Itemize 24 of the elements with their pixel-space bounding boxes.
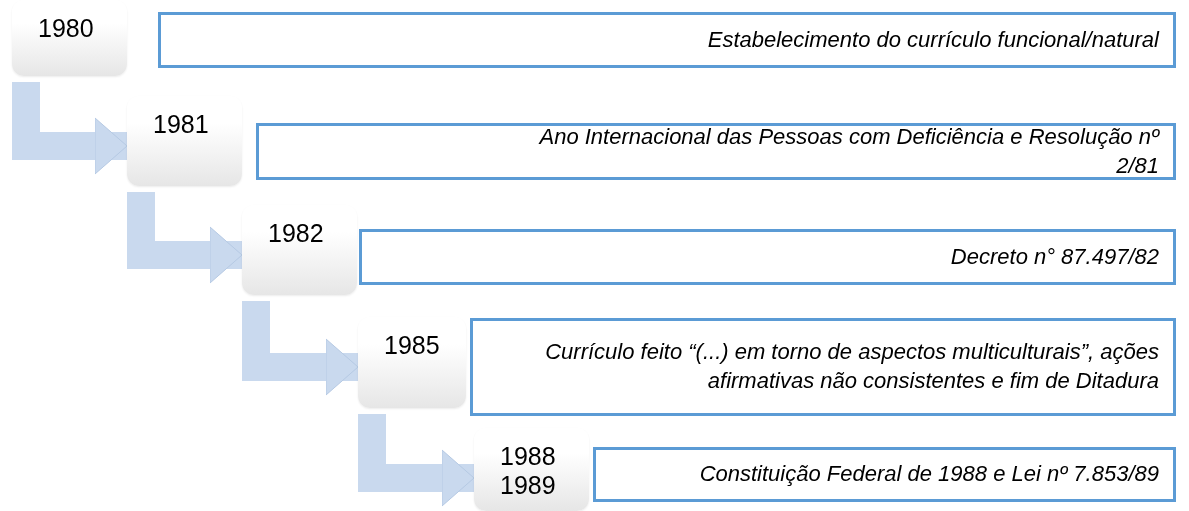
- year-label: 1981: [153, 110, 210, 139]
- year-label: 1985: [384, 331, 441, 360]
- event-box: [593, 447, 1176, 502]
- year-box: [12, 0, 127, 76]
- bent-arrow: [358, 414, 475, 507]
- year-box: [242, 205, 357, 295]
- year-label: 1980: [38, 14, 95, 43]
- event-text: Ano Internacional das Pessoas com Deficiência e Resolução nº 2/81: [537, 122, 1159, 180]
- year-label: 1988 1989: [500, 442, 557, 500]
- year-box: [358, 317, 466, 408]
- event-text: Constituição Federal de 1988 e Lei nº 7.853/89: [699, 460, 1159, 489]
- event-box: [158, 12, 1176, 68]
- event-text: Estabelecimento do currículo funcional/natural: [707, 25, 1159, 54]
- event-text: Decreto n° 87.497/82: [950, 242, 1159, 271]
- year-box: [127, 96, 242, 186]
- bent-arrow: [242, 301, 359, 396]
- bent-arrow: [127, 192, 243, 284]
- bent-arrow: [12, 82, 128, 175]
- event-box: [470, 318, 1176, 416]
- event-text: Currículo feito “(...) em torno de aspectos multiculturais”, ações afirmativas não consistentes e fim de Ditadura: [544, 338, 1159, 395]
- event-box: [359, 229, 1176, 285]
- year-box: [474, 428, 589, 511]
- year-label: 1982: [268, 219, 325, 248]
- event-box: [256, 123, 1176, 180]
